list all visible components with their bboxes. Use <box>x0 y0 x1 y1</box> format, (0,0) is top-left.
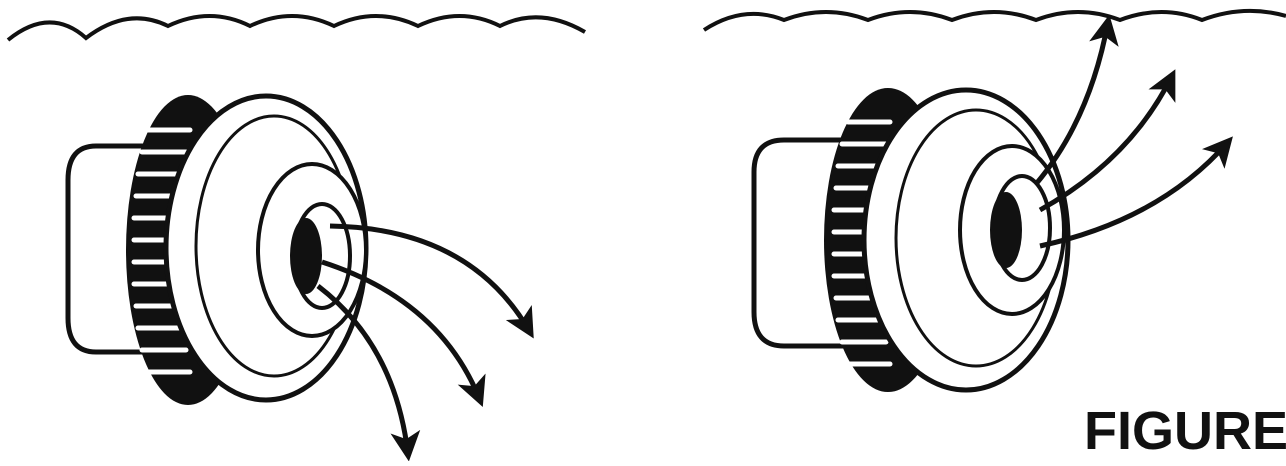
flow-arrow-right-2 <box>1038 69 1176 213</box>
flow-arrow-left-2 <box>321 259 486 407</box>
flow-arrows-right <box>1034 14 1233 249</box>
inlet-fitting-right <box>751 87 1071 393</box>
flow-arrow-left-1 <box>329 223 534 339</box>
flow-arrows-left <box>316 223 534 462</box>
pipe-body-right <box>751 137 846 349</box>
right-panel <box>702 8 1286 393</box>
flow-arrow-right-3 <box>1039 136 1233 249</box>
inlet-fitting-left <box>65 93 369 405</box>
nozzle-opening-left <box>290 218 322 294</box>
flow-arrow-right-1 <box>1034 14 1119 186</box>
nozzle-opening-right <box>990 192 1022 268</box>
water-surface-left <box>6 14 586 42</box>
left-panel <box>6 14 586 462</box>
water-surface-right <box>702 8 1286 32</box>
figure-label: FIGURE <box>1084 401 1286 461</box>
flow-arrow-left-3 <box>316 284 421 462</box>
